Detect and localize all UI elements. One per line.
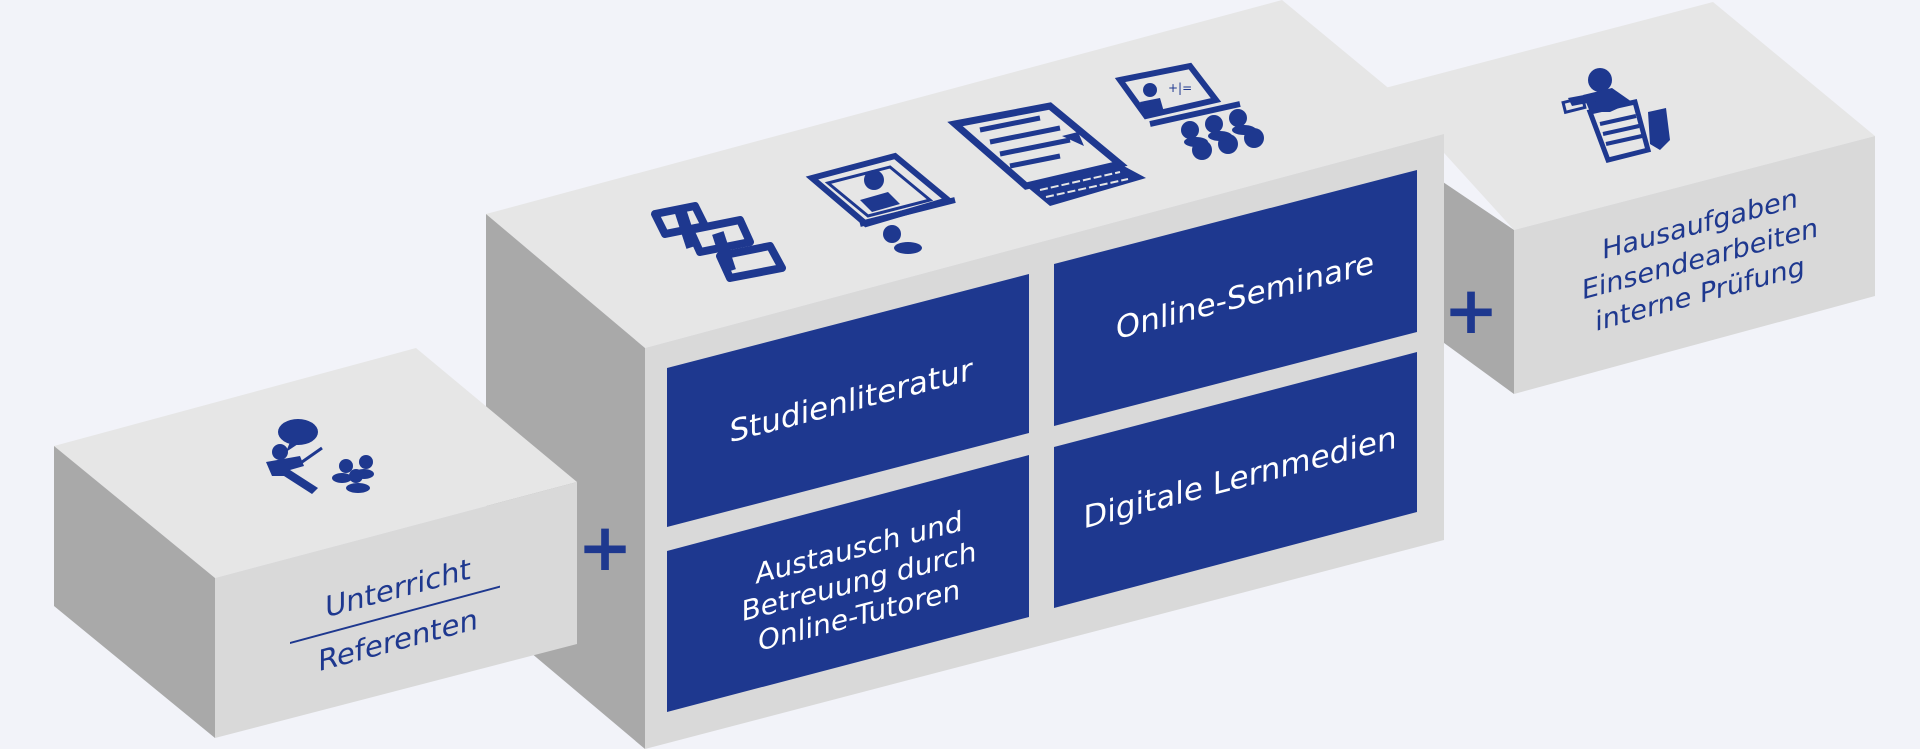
left-block-side [54,446,215,738]
panel-austausch [667,455,1029,712]
left-block-divider [290,585,500,644]
right-block-side [1440,180,1514,394]
plus-sign-right: + [1443,272,1498,349]
online-seminar-icon: +|= [1114,62,1264,160]
panel-studienliteratur [667,274,1029,527]
laptop-icon [947,102,1146,206]
person-writing-exam-icon [1561,68,1670,163]
center-block: Studienliteratur Online-Seminare Austaus… [486,0,1444,749]
svg-text:+|=: +|= [1168,81,1192,95]
left-block-front [215,482,577,738]
panel-online-seminare [1054,170,1417,426]
plus-sign-left: + [577,509,632,586]
teacher-speaking-to-students-icon [266,419,374,494]
left-block: Unterricht Referenten [54,348,577,738]
left-block-top [54,348,577,578]
right-block: Hausaufgaben Einsendearbeiten interne Pr… [1385,2,1875,394]
right-block-front [1514,136,1875,394]
video-lecture-icon [805,152,956,254]
panel-digitale-lernmedien [1054,352,1417,608]
books-icon [651,202,786,282]
